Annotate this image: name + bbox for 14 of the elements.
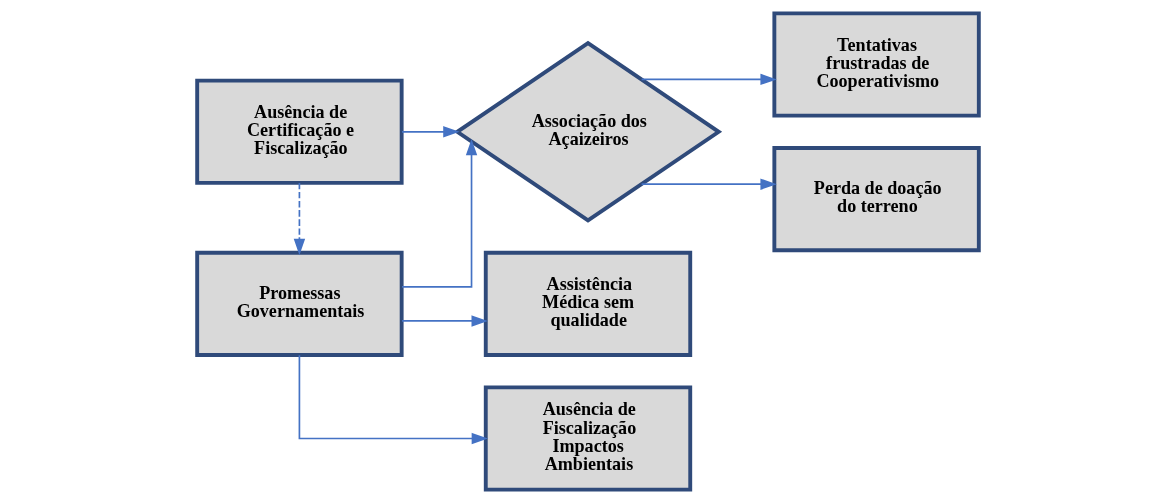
arrow bbox=[640, 178, 777, 190]
node-box: Ausência de Certificação e Fiscalização bbox=[195, 78, 404, 185]
arrow bbox=[293, 182, 306, 256]
arrow bbox=[401, 315, 488, 327]
node-box: Ausência de Fiscalização Impactos Ambientais bbox=[483, 385, 693, 492]
node-diamond: Associação dos Açaizeiros bbox=[453, 40, 723, 223]
node-box: Promessas Governamentais bbox=[195, 250, 404, 357]
node-box: Assistência Médica sem qualidade bbox=[483, 250, 693, 357]
node-box: Tentativas frustradas de Cooperativismo bbox=[772, 11, 981, 118]
arrow bbox=[401, 138, 478, 288]
arrow bbox=[401, 126, 460, 138]
node-box: Perda de doação do terreno bbox=[772, 146, 981, 253]
arrow bbox=[640, 73, 777, 86]
arrow bbox=[298, 354, 488, 445]
